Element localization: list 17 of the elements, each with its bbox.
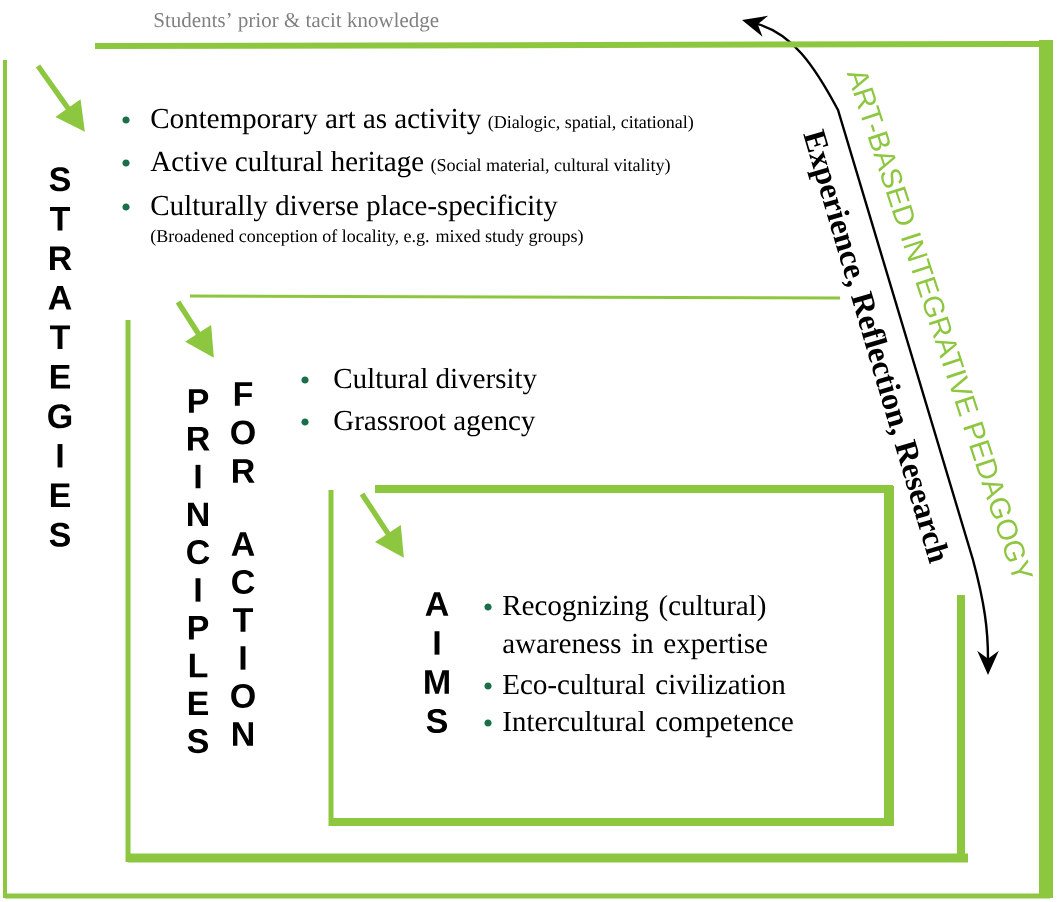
bullet-item: Cultural diversity [301, 367, 537, 395]
note-text: (Dialogic, spatial, citational) [488, 115, 693, 132]
vertical-heading: PRINCIPLES [187, 389, 210, 754]
bullet-item: Eco-cultural civilization [484, 673, 786, 695]
vertical-heading: AIMS [425, 592, 449, 733]
bullet-item: Intercultural competence [484, 710, 793, 738]
bullet-item: Grassroot agency [301, 410, 536, 437]
vertical-heading: FOR [231, 382, 255, 483]
caption-text: Students’ prior & tacit knowledge [154, 12, 439, 32]
bullet-item: Recognizing (cultural) awareness in expertise [484, 594, 767, 660]
note-text: (Social material, cultural vitality) [431, 158, 670, 175]
bullet-item: Culturally diverse place-specificity [122, 194, 558, 222]
note-text: (Broadened conception of locality, e.g. mixed study groups) [151, 229, 583, 246]
vertical-heading: ACTION [231, 532, 255, 746]
vertical-heading: STRATEGIES [48, 167, 72, 547]
bullet-item: Contemporary art as activity [122, 108, 482, 135]
bullet-item: Active cultural heritage [122, 150, 424, 178]
